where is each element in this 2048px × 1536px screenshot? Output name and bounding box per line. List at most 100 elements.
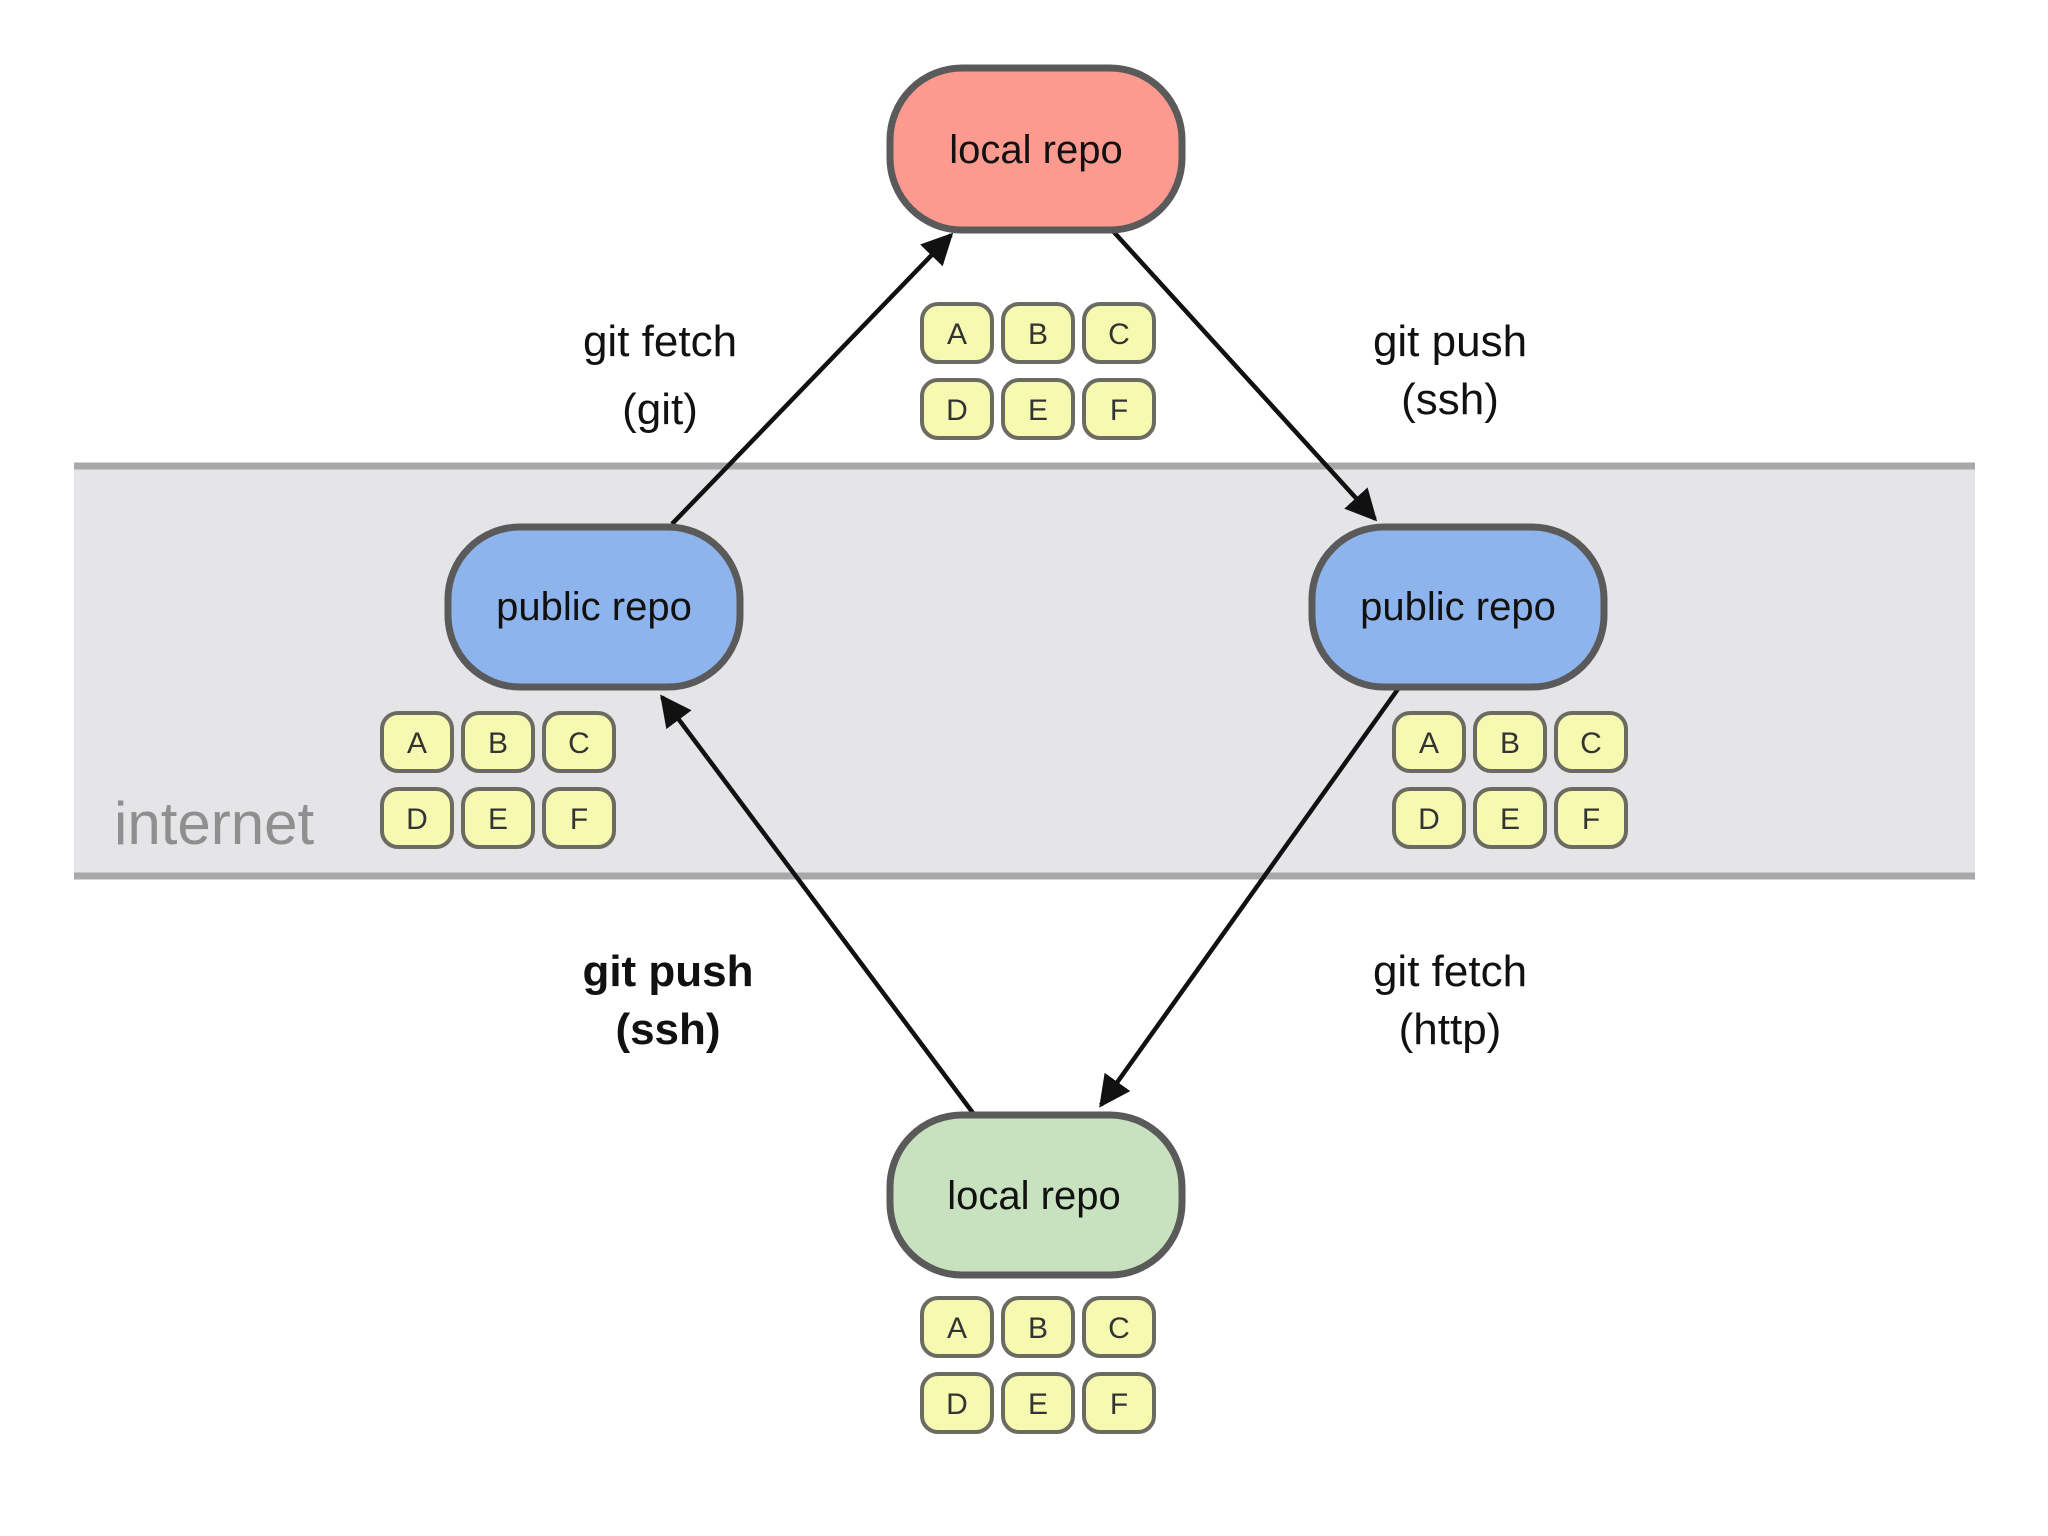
commit-box <box>1473 787 1547 849</box>
commit-grid-public-right: A B C D E F <box>1392 711 1628 849</box>
commit-label: C <box>1108 318 1130 351</box>
commit-box <box>1392 711 1466 773</box>
commit-box <box>542 711 616 773</box>
edge-command-label: git fetch <box>1373 947 1527 996</box>
commit-label: E <box>1028 1388 1048 1421</box>
commit-label: C <box>1580 727 1602 760</box>
commit-label: B <box>1028 318 1048 351</box>
commit-label: E <box>1500 803 1520 836</box>
edge-push-ssh-bottom: git push (ssh) <box>582 694 975 1115</box>
commit-label: B <box>1500 727 1520 760</box>
commit-box <box>542 787 616 849</box>
commit-box <box>920 302 994 364</box>
edge-protocol-label: (http) <box>1399 1005 1502 1054</box>
edge-push-ssh-top: git push (ssh) <box>1110 228 1527 522</box>
repo-pill <box>886 1111 1186 1279</box>
commit-b: B <box>1473 711 1547 773</box>
commit-label: D <box>406 803 428 836</box>
edge-protocol-label: (ssh) <box>1401 375 1499 424</box>
commit-label: E <box>488 803 508 836</box>
commit-label: F <box>1110 1388 1128 1421</box>
commit-box <box>920 1372 994 1434</box>
commit-label: D <box>946 394 968 427</box>
edge-fetch-http: git fetch (http) <box>1099 687 1527 1108</box>
commit-box <box>1554 711 1628 773</box>
repo-pill <box>1308 523 1608 691</box>
internet-band <box>74 466 1975 876</box>
node-public-repo-left: public repo <box>444 523 744 691</box>
edge-command-label: git fetch <box>583 317 737 366</box>
edge-protocol-label: (ssh) <box>615 1005 720 1054</box>
commit-box <box>1001 1372 1075 1434</box>
commit-label: C <box>1108 1312 1130 1345</box>
commit-b: B <box>1001 1296 1075 1358</box>
node-label: public repo <box>496 585 692 629</box>
node-local-repo-top: local repo <box>886 64 1186 234</box>
commit-box <box>380 711 454 773</box>
commit-label: D <box>1418 803 1440 836</box>
node-label: local repo <box>947 1174 1120 1218</box>
commit-box <box>920 1296 994 1358</box>
commit-box <box>1001 1296 1075 1358</box>
commit-c: C <box>1554 711 1628 773</box>
commit-d: D <box>1392 787 1466 849</box>
repo-pill <box>444 523 744 691</box>
commit-e: E <box>1001 378 1075 440</box>
commit-d: D <box>380 787 454 849</box>
node-public-repo-right: public repo <box>1308 523 1608 691</box>
commit-a: A <box>380 711 454 773</box>
commit-box <box>1473 711 1547 773</box>
commit-label: F <box>570 803 588 836</box>
commit-box <box>461 711 535 773</box>
node-label: local repo <box>949 128 1122 172</box>
commit-a: A <box>920 1296 994 1358</box>
commit-box <box>380 787 454 849</box>
commit-label: A <box>947 318 967 351</box>
commit-a: A <box>1392 711 1466 773</box>
commit-box <box>1082 1296 1156 1358</box>
commit-box <box>1082 1372 1156 1434</box>
node-local-repo-bottom: local repo <box>886 1111 1186 1279</box>
commit-box <box>1554 787 1628 849</box>
commit-b: B <box>1001 302 1075 364</box>
commit-f: F <box>542 787 616 849</box>
edges: git fetch (git) git push (ssh) git push … <box>582 228 1527 1115</box>
commit-c: C <box>1082 302 1156 364</box>
internet-label: internet <box>114 790 314 857</box>
commit-e: E <box>461 787 535 849</box>
commit-label: F <box>1582 803 1600 836</box>
commit-e: E <box>1473 787 1547 849</box>
commit-c: C <box>1082 1296 1156 1358</box>
node-label: public repo <box>1360 585 1556 629</box>
edge-protocol-label: (git) <box>622 385 698 434</box>
commit-f: F <box>1082 1372 1156 1434</box>
internet-zone: internet <box>74 462 1975 880</box>
commit-label: A <box>1419 727 1439 760</box>
commit-b: B <box>461 711 535 773</box>
commit-box <box>1082 302 1156 364</box>
edge-line-fetch-http <box>1099 687 1400 1108</box>
commit-box <box>461 787 535 849</box>
edge-line-push-ssh-top <box>1110 228 1378 522</box>
commit-label: A <box>947 1312 967 1345</box>
commit-f: F <box>1554 787 1628 849</box>
edge-line-push-ssh-bottom <box>660 694 975 1115</box>
commit-f: F <box>1082 378 1156 440</box>
commit-box <box>1392 787 1466 849</box>
edge-command-label: git push <box>582 947 753 996</box>
commit-e: E <box>1001 1372 1075 1434</box>
edge-fetch-git: git fetch (git) <box>583 232 954 526</box>
edge-command-label: git push <box>1373 317 1527 366</box>
commit-label: D <box>946 1388 968 1421</box>
commit-label: A <box>407 727 427 760</box>
commit-label: B <box>488 727 508 760</box>
commit-label: E <box>1028 394 1048 427</box>
commit-box <box>1001 302 1075 364</box>
commit-d: D <box>920 378 994 440</box>
repo-pill <box>886 64 1186 234</box>
commit-grid-local-top: A B C D E F <box>920 302 1156 440</box>
commit-box <box>1001 378 1075 440</box>
commit-label: F <box>1110 394 1128 427</box>
